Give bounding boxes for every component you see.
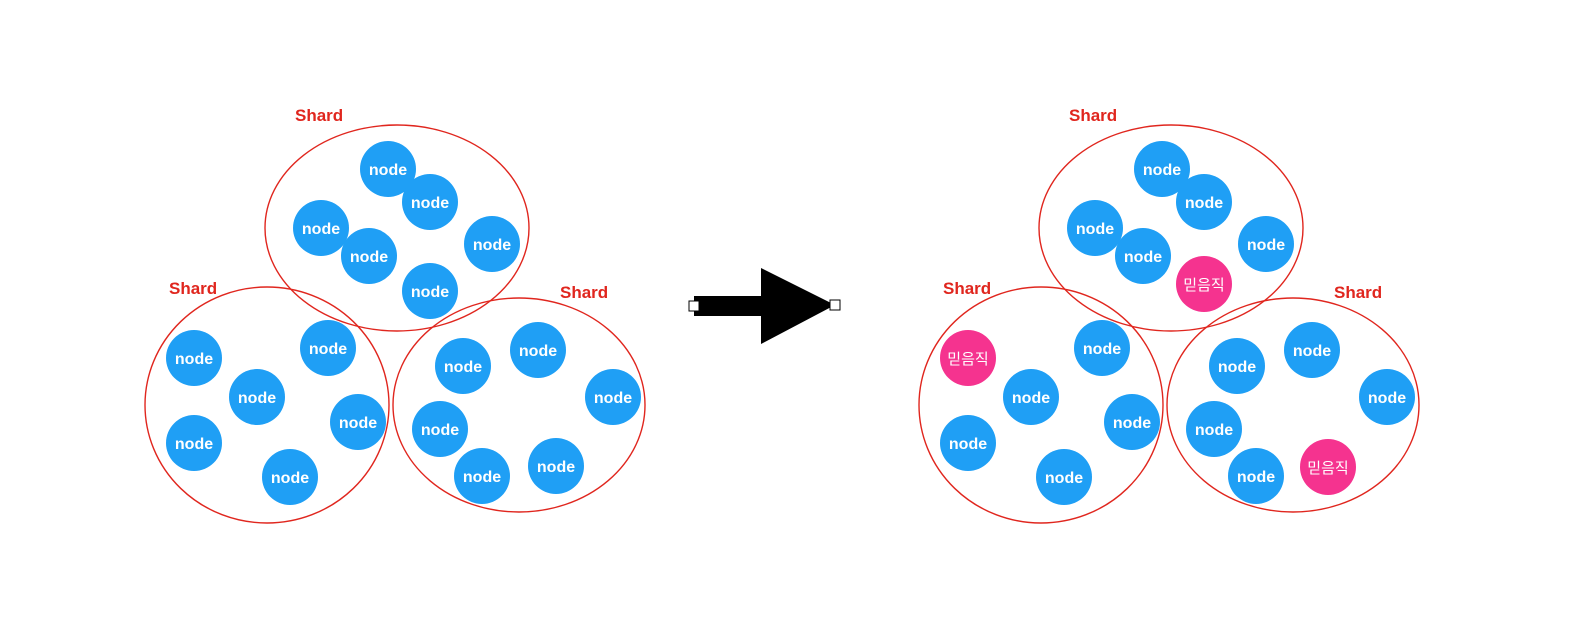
node: node (585, 369, 641, 425)
node: node (1209, 338, 1265, 394)
node: node (360, 141, 416, 197)
node: node (412, 401, 468, 457)
before-shard-right: Shard node node node node node node (392, 283, 646, 513)
node: node (300, 320, 356, 376)
shard-label: Shard (169, 279, 217, 298)
node-label: node (238, 390, 276, 407)
node-label: node (1045, 470, 1083, 487)
shard-outline (918, 286, 1164, 524)
node: node (1104, 394, 1160, 450)
node-label: node (339, 415, 377, 432)
shard-outline (144, 286, 390, 524)
after-shard-top: Shard node node node node node 믿음직 (1038, 106, 1304, 332)
after-shard-left: Shard 믿음직 node node node node node (918, 279, 1164, 524)
arrow-right-icon (694, 268, 835, 344)
node: node (528, 438, 584, 494)
node-label: node (302, 221, 340, 238)
node-label: 믿음직 (1183, 276, 1224, 294)
node-label: node (1368, 390, 1406, 407)
node: node (1003, 369, 1059, 425)
node-label: node (1218, 359, 1256, 376)
shard-label: Shard (560, 283, 608, 302)
node-label: node (949, 436, 987, 453)
after-shard-right: Shard node node node node node 믿음직 (1166, 283, 1420, 513)
node: node (1074, 320, 1130, 376)
node: node (1176, 174, 1232, 230)
node-label: node (1185, 195, 1223, 212)
trusted-node: 믿음직 (1176, 256, 1232, 312)
node: node (166, 415, 222, 471)
node-label: node (444, 359, 482, 376)
node: node (435, 338, 491, 394)
node-label: node (1247, 237, 1285, 254)
node: node (166, 330, 222, 386)
trusted-node: 믿음직 (1300, 439, 1356, 495)
shard-outline (1038, 124, 1304, 332)
node: node (1238, 216, 1294, 272)
transition-arrow (688, 268, 841, 344)
after-diagram: Shard node node node node node 믿음직 Shard… (918, 106, 1420, 524)
node-label: node (421, 422, 459, 439)
node: node (341, 228, 397, 284)
shard-label: Shard (1069, 106, 1117, 125)
node: node (402, 263, 458, 319)
node-label: node (519, 343, 557, 360)
node-label: 믿음직 (1307, 459, 1348, 477)
node-label: node (473, 237, 511, 254)
node: node (293, 200, 349, 256)
node: node (262, 449, 318, 505)
node-label: node (175, 436, 213, 453)
node-label: node (1113, 415, 1151, 432)
node: node (1186, 401, 1242, 457)
node-label: node (537, 459, 575, 476)
node-label: node (369, 162, 407, 179)
node: node (1228, 448, 1284, 504)
node: node (1067, 200, 1123, 256)
trusted-node: 믿음직 (940, 330, 996, 386)
node-label: node (271, 470, 309, 487)
before-diagram: Shard node node node node node node Shar… (144, 106, 646, 524)
node: node (1359, 369, 1415, 425)
before-shard-left: Shard node node node node node node (144, 279, 390, 524)
node-label: node (411, 284, 449, 301)
before-shard-top: Shard node node node node node node (264, 106, 530, 332)
node: node (1134, 141, 1190, 197)
arrow-start-handle[interactable] (688, 300, 700, 312)
arrow-end-handle[interactable] (829, 299, 841, 311)
node: node (330, 394, 386, 450)
node: node (464, 216, 520, 272)
node-label: node (1083, 341, 1121, 358)
node: node (402, 174, 458, 230)
node-label: node (1143, 162, 1181, 179)
node-label: 믿음직 (947, 350, 988, 368)
node-label: node (1076, 221, 1114, 238)
node-label: node (1012, 390, 1050, 407)
shard-outline (264, 124, 530, 332)
node-label: node (1293, 343, 1331, 360)
node: node (1036, 449, 1092, 505)
shard-label: Shard (1334, 283, 1382, 302)
node-label: node (309, 341, 347, 358)
node-label: node (1237, 469, 1275, 486)
node-label: node (594, 390, 632, 407)
node: node (510, 322, 566, 378)
node-label: node (411, 195, 449, 212)
node: node (454, 448, 510, 504)
shard-label: Shard (943, 279, 991, 298)
node-label: node (350, 249, 388, 266)
node: node (940, 415, 996, 471)
node-label: node (175, 351, 213, 368)
node-label: node (1124, 249, 1162, 266)
node-label: node (1195, 422, 1233, 439)
node-label: node (463, 469, 501, 486)
node: node (229, 369, 285, 425)
shard-outline (1166, 297, 1420, 513)
node: node (1115, 228, 1171, 284)
node: node (1284, 322, 1340, 378)
shard-label: Shard (295, 106, 343, 125)
shard-outline (392, 297, 646, 513)
